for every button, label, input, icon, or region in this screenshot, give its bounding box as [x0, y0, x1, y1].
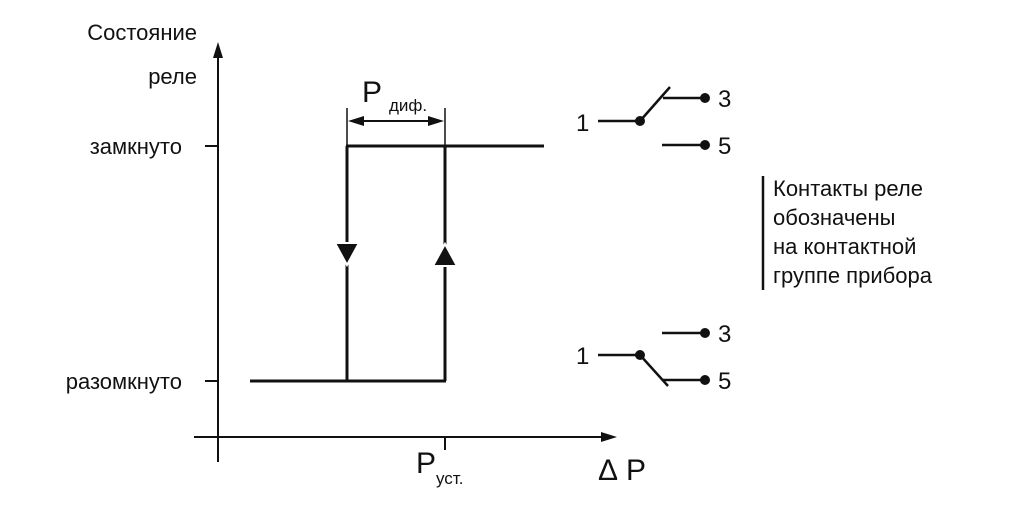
- note-line-2: обозначены: [773, 205, 895, 230]
- contact-diagram-closed: 1 3 5: [576, 86, 731, 160]
- note-line-1: Контакты реле: [773, 176, 923, 201]
- terminal-1-label: 1: [576, 343, 589, 370]
- x-axis-arrow-icon: [601, 432, 617, 442]
- diff-arrow-right-icon: [428, 116, 444, 126]
- y-axis-title-line1: Состояние: [87, 20, 197, 45]
- diff-arrow-left-icon: [348, 116, 364, 126]
- terminal-5-label: 5: [718, 133, 731, 160]
- diff-label-main: P: [362, 76, 382, 109]
- contact-terminal-5-dot: [700, 140, 710, 150]
- x-axis-label: P: [626, 454, 646, 487]
- terminal-3-label: 3: [718, 321, 731, 348]
- x-axis-delta: Δ: [598, 454, 618, 487]
- y-axis-arrow-icon: [213, 42, 223, 58]
- contact-terminal-5-dot: [700, 375, 710, 385]
- state-open-label: разомкнуто: [66, 369, 182, 394]
- down-arrow-icon: [333, 242, 361, 268]
- note-line-4: группе прибора: [773, 263, 933, 288]
- setpoint-label-sub: уст.: [436, 469, 463, 488]
- note-line-3: на контактной: [773, 234, 916, 259]
- state-closed-label: замкнуто: [90, 134, 182, 159]
- setpoint-label-main: P: [416, 447, 436, 480]
- terminal-3-label: 3: [718, 86, 731, 113]
- contact-terminal-3-dot: [700, 93, 710, 103]
- up-arrow-icon: [431, 241, 459, 267]
- terminal-5-label: 5: [718, 368, 731, 395]
- diff-label-sub: диф.: [389, 96, 427, 115]
- y-axis-title-line2: реле: [148, 64, 197, 89]
- contact-terminal-3-dot: [700, 328, 710, 338]
- terminal-1-label: 1: [576, 110, 589, 137]
- contact-diagram-open: 1 3 5: [576, 321, 731, 395]
